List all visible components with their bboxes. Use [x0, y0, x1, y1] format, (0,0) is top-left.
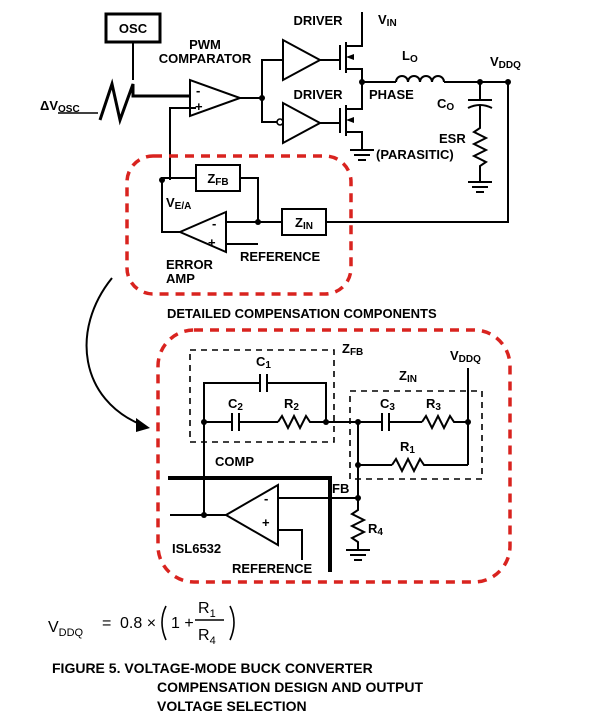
svg-text:0.8 ×: 0.8 ×	[120, 615, 156, 632]
ground-r4	[346, 549, 370, 561]
zfb-detail-box	[189, 349, 335, 443]
driver-bottom-label: DRIVER	[293, 87, 343, 102]
r4-label: R4	[368, 521, 383, 538]
zin-top-label: ZIN	[295, 215, 313, 232]
svg-text:1 +: 1 +	[171, 615, 194, 632]
detailed-compensation-box	[156, 328, 512, 584]
pwm-label-2: COMPARATOR	[159, 51, 252, 66]
osc-label: OSC	[119, 21, 148, 36]
r3-label: R3	[426, 396, 441, 413]
r1-label: R1	[400, 439, 415, 456]
vddq-top-label: VDDQ	[490, 54, 521, 71]
r2-resistor	[277, 413, 326, 431]
pwm-comparator-symbol	[189, 78, 243, 118]
error-amp-label-2: AMP	[166, 271, 195, 286]
svg-text:R1: R1	[198, 600, 216, 620]
comp-label: COMP	[215, 454, 254, 469]
esr-label: ESR	[439, 131, 466, 146]
detailed-title: DETAILED COMPENSATION COMPONENTS	[167, 306, 437, 321]
svg-text:+: +	[195, 99, 203, 114]
esr-resistor	[471, 124, 489, 182]
r4-resistor	[349, 498, 367, 550]
c3-label: C3	[380, 396, 395, 413]
zfb-top-label: ZFB	[207, 171, 228, 188]
svg-text:-: -	[212, 216, 216, 231]
ground-output	[468, 181, 492, 193]
internal-error-amp	[223, 483, 279, 547]
caption-line-1: FIGURE 5. VOLTAGE-MODE BUCK CONVERTER	[52, 660, 373, 676]
inductor-lo	[395, 75, 445, 83]
zfb-detail-label: ZFB	[342, 341, 363, 358]
high-side-mosfet	[339, 12, 363, 82]
sawtooth-waveform	[98, 78, 190, 126]
reference-top-label: REFERENCE	[240, 249, 321, 264]
isl6532-boundary	[168, 476, 332, 572]
driver-top-symbol	[282, 38, 323, 82]
vin-label: VIN	[378, 12, 397, 29]
caption-line-2: COMPENSATION DESIGN AND OUTPUT	[157, 679, 423, 695]
co-label: CO	[437, 96, 454, 113]
zin-detail-label: ZIN	[399, 368, 417, 385]
svg-text:R4: R4	[198, 627, 216, 647]
compensation-network-box	[125, 154, 353, 296]
c1-label: C1	[256, 354, 271, 371]
low-side-mosfet	[339, 82, 363, 150]
svg-text:-: -	[264, 491, 268, 506]
zin-detail-box	[349, 390, 483, 480]
c2-label: C2	[228, 396, 243, 413]
driver-top-label: DRIVER	[293, 13, 343, 28]
svg-text:=: =	[102, 615, 111, 632]
phase-label: PHASE	[369, 87, 414, 102]
pwm-label-1: PWM	[189, 37, 221, 52]
error-amp-label-1: ERROR	[166, 257, 214, 272]
driver-bottom-symbol	[282, 101, 323, 145]
error-amp-symbol	[177, 210, 227, 254]
reference-bottom-label: REFERENCE	[232, 561, 313, 576]
fb-label: FB	[332, 481, 349, 496]
output-capacitor-co	[467, 82, 493, 124]
r2-label: R2	[284, 396, 299, 413]
equation-lhs: VDDQ	[48, 619, 84, 639]
vddq-detail-label: VDDQ	[450, 348, 481, 365]
isl-label: ISL6532	[172, 541, 221, 556]
vea-label: VE/A	[166, 195, 191, 212]
lo-label: LO	[402, 48, 418, 65]
r3-resistor	[421, 413, 468, 431]
svg-text:+: +	[262, 515, 270, 530]
ground-top-left	[350, 149, 374, 161]
svg-text:-: -	[196, 83, 200, 98]
parasitic-label: (PARASITIC)	[376, 147, 454, 162]
caption-line-3: VOLTAGE SELECTION	[157, 698, 307, 714]
output-voltage-equation: VDDQ = 0.8 × 1 + R1 R4	[48, 600, 235, 647]
detail-arrow	[85, 277, 143, 426]
svg-text:+: +	[208, 235, 216, 250]
r1-resistor	[391, 456, 468, 474]
